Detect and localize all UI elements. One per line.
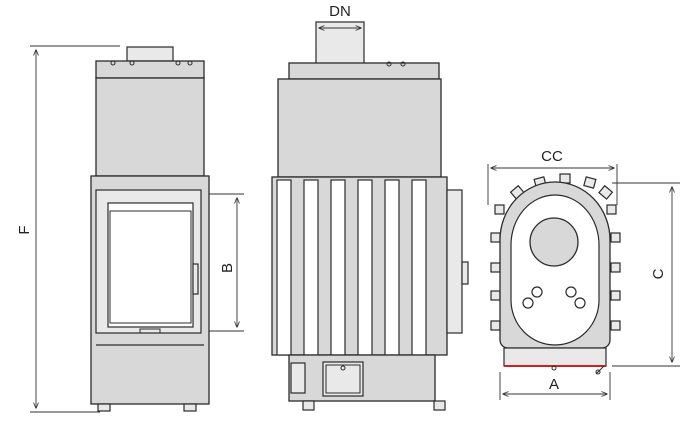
plan-flue-opening [529, 217, 579, 267]
label-dn: DN [329, 3, 351, 20]
side-fins [276, 179, 427, 356]
plan-view [490, 173, 621, 375]
side-rear-panel [446, 189, 463, 334]
label-f: F [16, 225, 33, 234]
dimension-f: F [16, 45, 120, 413]
dimension-c: C [612, 182, 680, 367]
dimension-a: A [499, 372, 611, 400]
front-upper-jacket [95, 77, 205, 177]
side-top-plate [288, 62, 440, 80]
plan-base-plate [503, 347, 607, 367]
front-view [90, 46, 210, 412]
label-b: B [219, 263, 236, 273]
side-upper-jacket [277, 78, 442, 178]
dimension-cc: CC [487, 148, 618, 205]
front-top-flue-collar [126, 46, 174, 62]
front-glass [107, 202, 194, 328]
dimension-dn: DN [315, 3, 365, 48]
door-handle [192, 263, 199, 295]
label-a: A [549, 376, 559, 393]
label-cc: CC [541, 148, 563, 165]
air-inlet [290, 362, 306, 394]
label-c: C [650, 268, 667, 279]
side-inspection-box [322, 361, 364, 397]
dimension-b: B [209, 193, 244, 332]
side-view [271, 21, 469, 411]
plan-lugs [490, 173, 621, 331]
